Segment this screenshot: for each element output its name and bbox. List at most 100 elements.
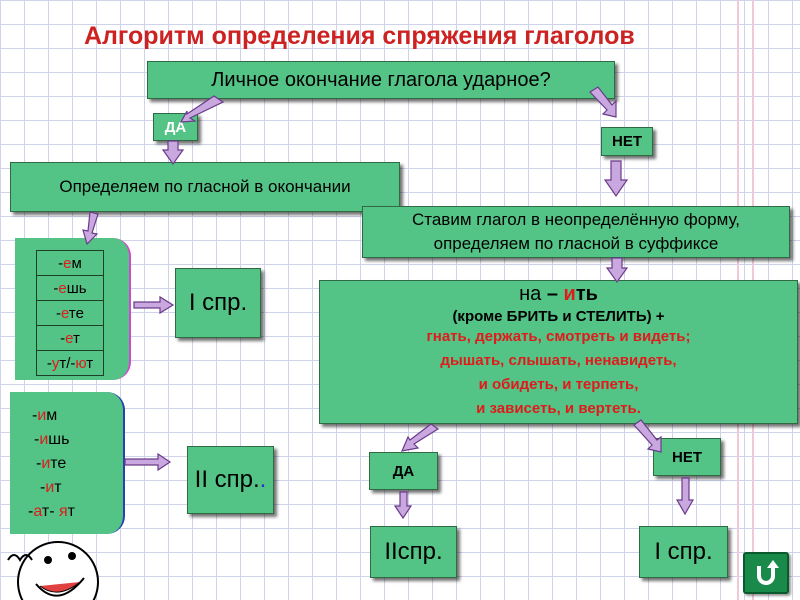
arrow-rule-no <box>633 419 662 453</box>
arrow-first-endings <box>133 295 175 315</box>
arrow-yes-result <box>393 491 413 520</box>
arrow-question-yes <box>179 95 225 123</box>
conj-first-box: I спр. <box>175 268 261 338</box>
smiley-icon <box>7 541 99 600</box>
ending-item: -ите <box>14 452 124 476</box>
ending-row: -ут/-ют <box>36 350 104 376</box>
no-text: НЕТ <box>612 133 642 150</box>
ending-rest: шь <box>66 279 87 297</box>
ending-item: -им <box>14 404 124 428</box>
conj-first-text: I спр. <box>188 289 248 316</box>
ending-dash: - <box>40 479 46 496</box>
conj-second-label: II спр. <box>194 466 260 493</box>
question-text: Личное окончание глагола ударное? <box>211 68 551 91</box>
rule-line: и зависеть, и вертеть. <box>476 400 641 417</box>
ending-vowel: у <box>51 354 60 372</box>
no-badge-top: НЕТ <box>601 127 653 156</box>
ending-rest: т <box>86 354 94 372</box>
page-title: Алгоритм определения спряжения глаголов <box>84 22 635 50</box>
second-endings-cylinder <box>10 392 125 534</box>
result-yes-text: IIспр. <box>384 538 443 565</box>
first-endings-table: -ем-ешь-ете-ет-ут/-ют <box>36 250 104 376</box>
ending-dash: - <box>36 455 42 472</box>
arrow-no-infinitive <box>603 160 629 198</box>
ending-rest: т/- <box>59 354 76 372</box>
rule-dash: – <box>546 283 558 305</box>
ending-cell: -ете <box>36 300 104 326</box>
arrow-no-result <box>675 477 695 516</box>
ending-vowel: е <box>65 329 73 347</box>
ending-dash: - <box>32 407 38 424</box>
conj-second-text: II спр.. <box>195 466 267 494</box>
ending-rest: те <box>50 455 67 472</box>
no-badge-bottom: НЕТ <box>653 438 721 476</box>
ending-rest: те <box>68 304 84 322</box>
result-yes-box: IIспр. <box>370 526 457 578</box>
ending-dash: - <box>56 304 62 322</box>
conj-second-box: II спр.. <box>187 446 274 514</box>
ending-vowel: и <box>41 455 51 472</box>
ending-row: -ете <box>36 300 104 326</box>
ending-vowel: и <box>39 431 49 448</box>
yes-badge-bottom: ДА <box>369 452 438 490</box>
arrow-infinitive-rule <box>605 257 629 284</box>
ending-rest: т <box>67 503 75 520</box>
no-bottom-text: НЕТ <box>672 448 702 466</box>
return-button[interactable] <box>743 552 789 594</box>
ending-item: -ит <box>14 476 124 500</box>
ending-vowel: и <box>37 407 47 424</box>
ending-vowel: и <box>45 479 55 496</box>
ending-dash: - <box>28 503 34 520</box>
ending-vowel: а <box>33 503 42 520</box>
rule-suffix-rest: ть <box>575 283 598 305</box>
determine-ending-box: Определяем по гласной в окончании <box>10 162 400 212</box>
infinitive-rule-box: на – ить (кроме БРИТЬ и СТЕЛИТЬ) + гнать… <box>319 280 798 424</box>
ending-item: -ат- ят <box>14 500 124 524</box>
ending-dash: - <box>46 354 52 372</box>
rule-line: и обидеть, и терпеть, <box>478 376 639 393</box>
ending-rest: т- <box>41 503 59 520</box>
ending-cell: -ут/-ют <box>36 350 104 376</box>
result-no-box: I спр. <box>639 526 728 578</box>
ending-vowel: ю <box>75 354 87 372</box>
rule-line: дышать, слышать, ненавидеть, <box>440 352 677 369</box>
result-no-text: I спр. <box>654 538 713 565</box>
arrow-question-no <box>589 86 617 118</box>
ending-dash: - <box>53 279 59 297</box>
rule-suffix-vowel: и <box>563 283 576 305</box>
ending-cell: -ем <box>36 250 104 276</box>
ending-row: -ем <box>36 250 104 276</box>
infinitive-line-2: определяем по гласной в суффиксе <box>433 234 719 253</box>
rule-exception: (кроме БРИТЬ и СТЕЛИТЬ) + <box>452 308 665 325</box>
infinitive-line-1: Ставим глагол в неопределённую форму, <box>411 210 741 229</box>
ending-rest: т <box>72 329 80 347</box>
question-box: Личное окончание глагола ударное? <box>147 61 615 99</box>
rule-heading: на – ить <box>320 283 797 306</box>
determine-ending-text: Определяем по гласной в окончании <box>59 177 351 196</box>
arrow-determine-cylinder <box>82 211 99 246</box>
rule-line: гнать, держать, смотреть и видеть; <box>426 328 691 345</box>
second-endings-list: -им-ишь-ите-ит-ат- ят <box>14 404 124 524</box>
ending-vowel: я <box>58 503 68 520</box>
rule-prefix: на <box>519 283 547 305</box>
ending-vowel: е <box>58 279 67 297</box>
ending-dash: - <box>58 254 64 272</box>
return-arrow-icon <box>757 560 779 585</box>
ending-rest: м <box>46 407 58 424</box>
conj-second-period: . <box>259 466 267 493</box>
yes-bottom-text: ДА <box>392 462 415 480</box>
yes-text: ДА <box>164 118 187 136</box>
ending-item: -ишь <box>14 428 124 452</box>
ending-vowel: е <box>63 254 72 272</box>
ending-dash: - <box>34 431 40 448</box>
ending-vowel: е <box>61 304 69 322</box>
ending-rest: т <box>54 479 62 496</box>
infinitive-box: Ставим глагол в неопределённую форму, оп… <box>362 206 790 258</box>
arrow-rule-yes <box>401 423 440 452</box>
arrow-yes-determine <box>161 140 185 166</box>
ending-dash: - <box>60 329 66 347</box>
ending-rest: шь <box>48 431 70 448</box>
ending-rest: м <box>71 254 82 272</box>
arrow-second-endings <box>124 452 172 472</box>
